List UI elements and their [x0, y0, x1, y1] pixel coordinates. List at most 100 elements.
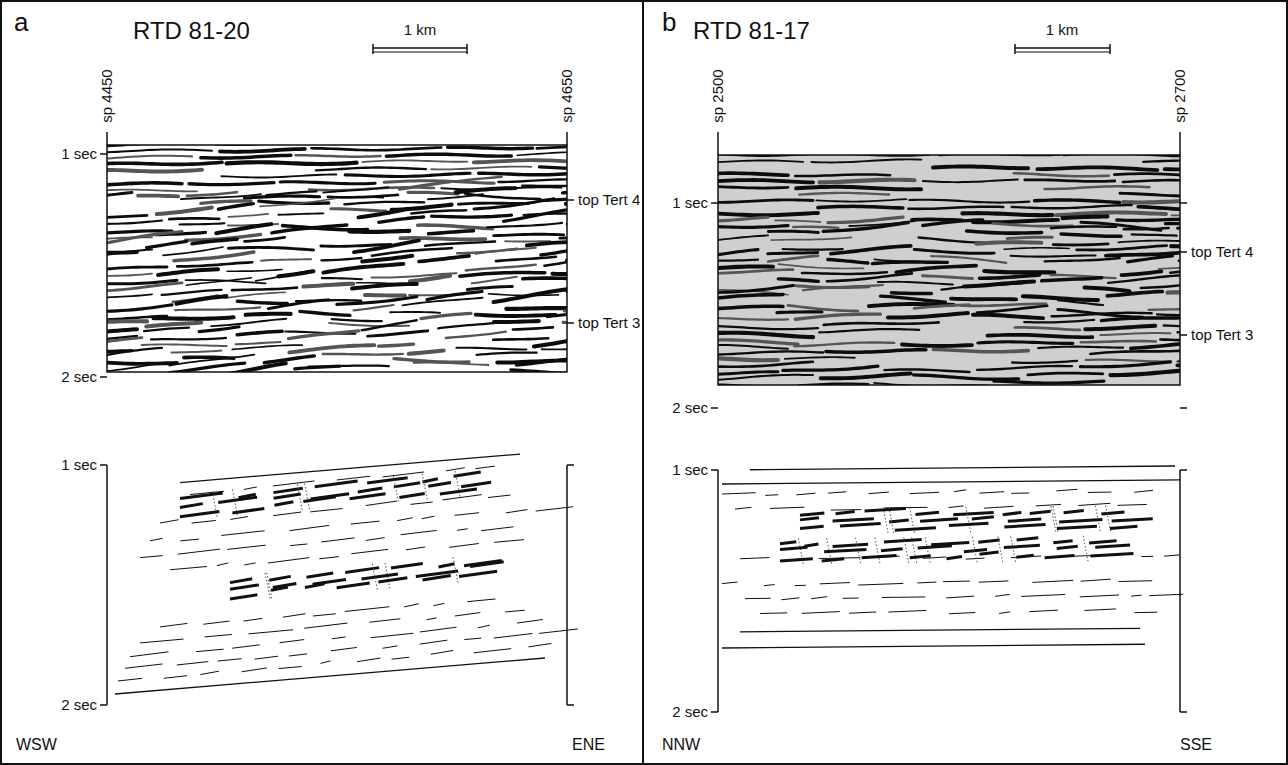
seismic-reflector — [909, 200, 1029, 203]
reflector-dash — [722, 582, 738, 583]
scale-bar-tick — [1109, 44, 1111, 54]
reflector-dash — [506, 510, 527, 513]
seismic-reflector — [1035, 200, 1120, 203]
seismic-reflector — [984, 271, 1054, 273]
seismic-reflector — [227, 162, 357, 164]
reflector-dash — [170, 567, 207, 570]
seismic-reflector — [718, 180, 813, 182]
fault-block-reflector — [180, 504, 203, 508]
fault-dotted — [998, 537, 1003, 563]
seismic-reflector — [1080, 362, 1170, 367]
reflector-dash — [517, 620, 543, 624]
axis-tick — [711, 711, 718, 713]
seismic-reflector — [362, 256, 412, 262]
seismic-reflector — [1120, 193, 1180, 196]
seismic-reflector — [216, 224, 271, 233]
seismic-reflector — [933, 349, 1028, 351]
axis-tick — [711, 469, 718, 471]
seismic-reflector — [232, 345, 302, 349]
fault-block-reflector — [1003, 512, 1022, 514]
seismic-reflector — [177, 262, 252, 266]
reflector-dash — [371, 633, 414, 638]
seismic-reflector — [418, 225, 493, 229]
seismic-reflector — [1011, 255, 1096, 256]
seismic-reflector — [211, 319, 286, 326]
fault-dotted — [297, 484, 302, 510]
fault-block-reflector — [232, 508, 264, 513]
seismic-reflector — [147, 241, 187, 247]
seismic-reflector — [479, 172, 567, 175]
fault-block-reflector — [840, 524, 881, 526]
fault-block-reflector — [230, 595, 257, 599]
seismic-reflector — [1014, 173, 1109, 176]
seismic-reflector — [300, 311, 350, 315]
seismic-reflector — [878, 282, 953, 285]
seismic-reflector — [718, 340, 798, 344]
seismic-reflector — [419, 256, 469, 262]
seismic-reflector — [951, 297, 1016, 302]
seismic-reflector — [973, 220, 1058, 222]
seismic-reflector — [718, 270, 793, 274]
fault-block-reflector — [271, 587, 288, 590]
seismic-reflector — [923, 179, 1018, 182]
fault-block-reflector — [964, 550, 987, 552]
reflector-dash — [770, 507, 805, 508]
reflector-dash — [273, 481, 315, 486]
seismic-reflector — [819, 329, 919, 332]
reflector-dash — [273, 512, 301, 516]
fault-block-reflector — [428, 482, 451, 486]
reflector-dash — [455, 513, 479, 516]
reflector-dash — [1011, 556, 1041, 558]
seismic-reflector — [1025, 180, 1115, 182]
seismic-reflector — [493, 338, 548, 339]
reflector-dash — [949, 613, 975, 614]
seismic-reflector — [961, 304, 1046, 306]
seismic-reflector — [431, 167, 531, 170]
seismic-reflector — [256, 271, 311, 281]
seismic-reflector — [914, 375, 1019, 379]
seismic-reflector — [802, 272, 887, 274]
reflector-dash — [802, 612, 840, 614]
direction-label: WSW — [16, 736, 57, 754]
seismic-reflector — [494, 289, 567, 302]
reflector-dash — [118, 678, 142, 681]
seismic-reflector — [457, 177, 502, 181]
reflector-dash — [406, 547, 425, 550]
seismic-reflector — [467, 286, 512, 289]
reflector-dash — [178, 549, 220, 554]
reflector-dash — [536, 507, 573, 511]
seismic-reflector — [107, 221, 162, 224]
shotpoint-label: sp 2700 — [1172, 69, 1189, 122]
fault-block-reflector — [979, 552, 998, 554]
scale-bar-tick — [372, 44, 374, 54]
reflector-dash — [1119, 580, 1153, 582]
seismic-reflector — [914, 305, 969, 309]
fault-block-reflector — [230, 579, 252, 583]
seismic-reflector — [220, 149, 305, 152]
reflector-dash — [999, 612, 1010, 614]
fault-block-reflector — [391, 563, 423, 568]
seismic-reflector — [718, 258, 758, 261]
seismic-reflector — [261, 259, 311, 260]
fault-dotted — [856, 538, 861, 564]
reflector-dash — [218, 659, 242, 661]
reflector-dash — [279, 667, 302, 669]
seismic-reflector — [289, 345, 374, 352]
seismic-reflector — [362, 160, 467, 162]
seismic-reflector — [107, 294, 152, 298]
reflector-dash — [1036, 504, 1061, 506]
seismic-reflector — [296, 155, 381, 156]
reflector-dash — [765, 494, 778, 496]
seismic-reflector — [107, 267, 167, 270]
fault-block-reflector — [454, 472, 481, 476]
seismic-reflector — [225, 292, 285, 298]
seismic-reflector — [236, 342, 281, 344]
reflector-dash — [910, 492, 939, 493]
direction-label: ENE — [572, 736, 605, 754]
reflector-dash — [164, 676, 187, 679]
reflector-dash — [457, 529, 468, 531]
seismic-reflector — [107, 156, 192, 159]
scale-bar-tick — [466, 44, 468, 54]
